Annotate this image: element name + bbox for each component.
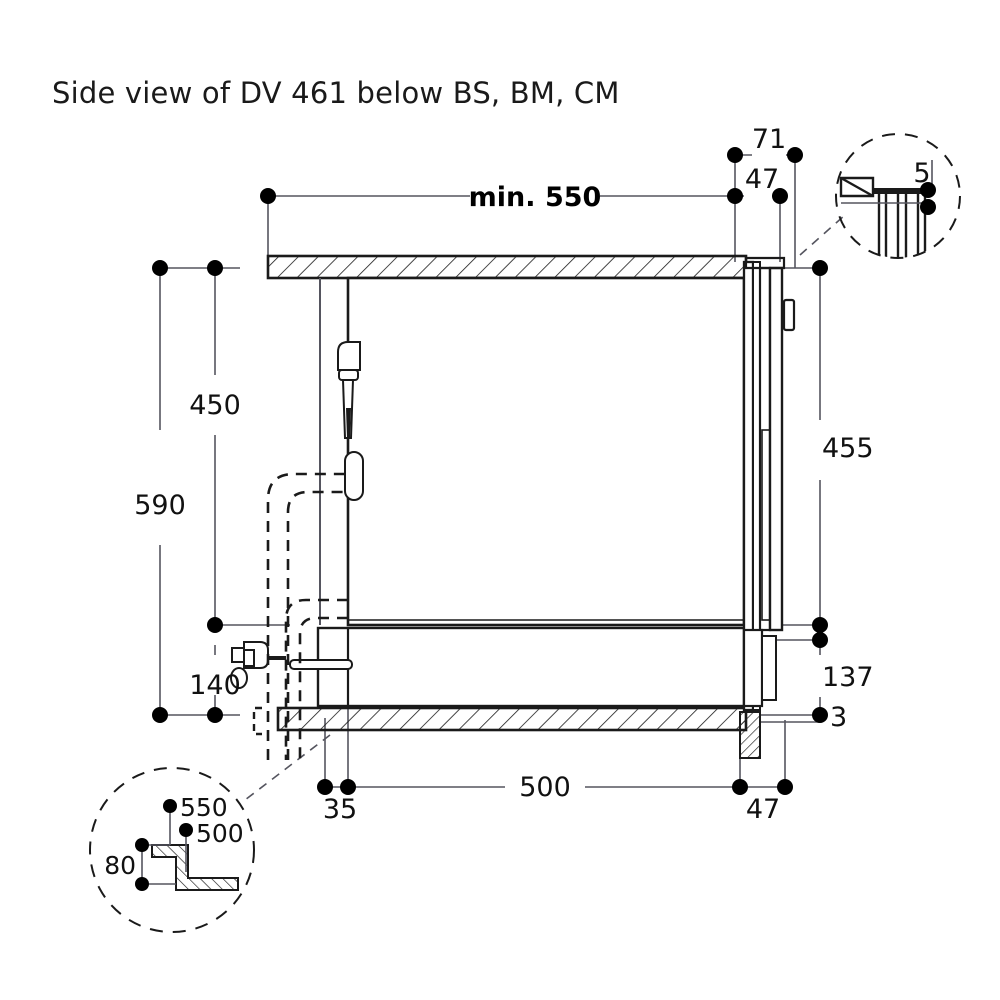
dot-35-right: [340, 779, 356, 795]
hose-routing-dashed: [266, 472, 348, 760]
label-min-550: min. 550: [469, 182, 602, 213]
label-47-top: 47: [745, 164, 779, 195]
dot-590-bottom: [152, 707, 168, 723]
dot-450-top: [207, 260, 223, 276]
cable-stub: [289, 659, 353, 670]
label-140: 140: [189, 670, 241, 701]
dimension-dots: [135, 147, 936, 891]
dot-detail-80-top: [135, 838, 149, 852]
dot-71-right: [787, 147, 803, 163]
dot-450-bottom: [207, 617, 223, 633]
dot-455-top: [812, 260, 828, 276]
bottom-filler-block: [739, 711, 761, 759]
top-bracket: [744, 256, 786, 270]
dot-140-bottom: [207, 707, 223, 723]
label-137: 137: [822, 662, 874, 693]
power-plug-icon: [230, 641, 286, 689]
dot-550-right: [727, 188, 743, 204]
label-3: 3: [830, 702, 847, 733]
door-assembly: [742, 260, 796, 712]
label-500: 500: [519, 772, 571, 803]
lower-compartment: [289, 626, 746, 708]
dot-5-top: [920, 182, 936, 198]
label-71: 71: [752, 124, 786, 155]
label-detail-550: 550: [180, 793, 228, 822]
dot-35-left: [317, 779, 333, 795]
door-base-layer-1: [742, 628, 764, 708]
dimension-labels: min. 550 71 47 590 450 140 455 137 3 35 …: [104, 124, 930, 880]
label-450: 450: [189, 390, 241, 421]
dot-137-bottom: [812, 707, 828, 723]
bracket-dashed-small: [252, 706, 262, 736]
leader-detail-tr: [799, 214, 846, 256]
detail-circle-bottom-left: [89, 767, 255, 933]
bottom-panel: [276, 706, 761, 759]
dot-500-right: [732, 779, 748, 795]
dot-5-bottom: [920, 199, 936, 215]
leader-detail-bl: [244, 734, 331, 801]
appliance-body: [346, 276, 746, 627]
dot-71-left: [727, 147, 743, 163]
label-35: 35: [323, 794, 357, 825]
door-latch-icon: [782, 298, 796, 332]
dot-detail-500: [179, 823, 193, 837]
detail-circle-top-right: [835, 133, 961, 259]
dot-455-bottom: [812, 617, 828, 633]
label-5: 5: [913, 158, 930, 189]
top-panel: [266, 254, 748, 280]
dot-137-top: [812, 632, 828, 648]
door-base-layer-2: [761, 635, 777, 701]
label-detail-500: 500: [196, 819, 244, 848]
page-title: Side view of DV 461 below BS, BM, CM: [52, 76, 620, 110]
door-inner-line: [761, 429, 771, 621]
cavity-sensor: [344, 451, 364, 501]
dot-detail-550: [163, 799, 177, 813]
cabinet-geometry: [230, 254, 796, 760]
detail-step-profile: [151, 844, 239, 891]
water-inlet-nozzle: [337, 341, 364, 501]
door-panel-outer: [768, 266, 784, 632]
dot-550-left: [260, 188, 276, 204]
label-590: 590: [134, 490, 186, 521]
dot-detail-80-bot: [135, 877, 149, 891]
label-47-bottom: 47: [746, 794, 780, 825]
label-455: 455: [822, 433, 874, 464]
label-detail-80: 80: [104, 851, 136, 880]
dot-590-top: [152, 260, 168, 276]
dot-47b-right: [777, 779, 793, 795]
dot-47-right: [772, 188, 788, 204]
